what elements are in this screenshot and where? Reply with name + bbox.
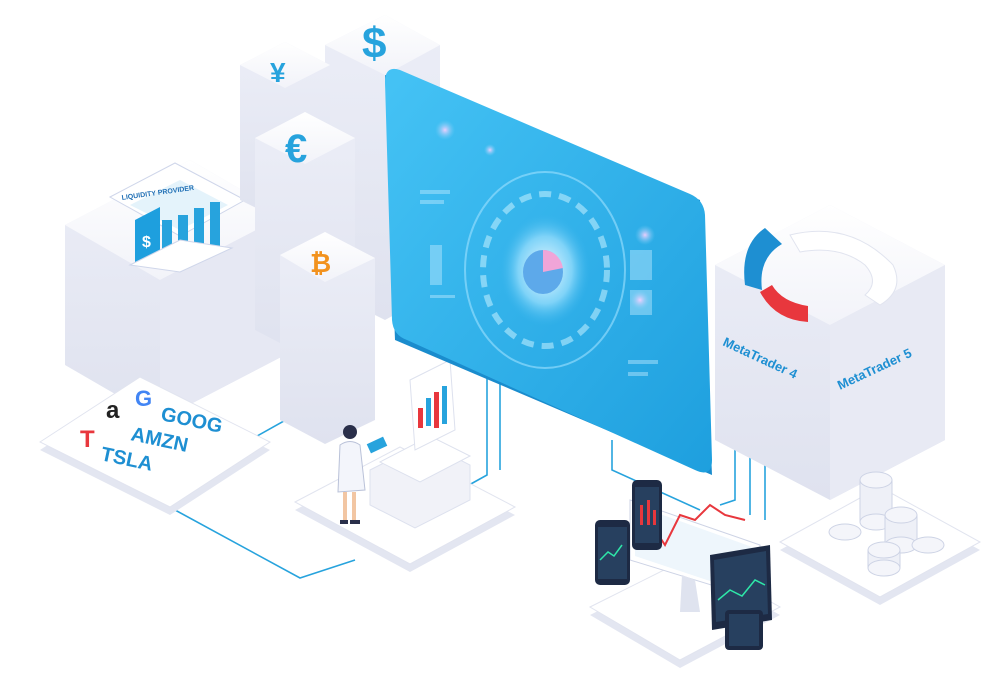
tablet-device	[710, 545, 772, 630]
donut-chart-icon	[744, 228, 898, 322]
desk-platform	[293, 435, 517, 572]
stocks-panel	[38, 376, 272, 515]
euro-icon: €	[285, 127, 307, 171]
bank-dollar-sign: $	[142, 234, 151, 251]
dollar-icon: $	[362, 19, 386, 68]
phone-device-left	[595, 520, 630, 585]
amazon-logo-icon: a	[106, 397, 120, 424]
coin-stacks-icon	[828, 471, 945, 577]
analyst-person	[337, 425, 388, 524]
central-dashboard-screen	[385, 68, 712, 475]
phone-device-center	[632, 480, 662, 550]
bitcoin-icon: ₿	[310, 248, 331, 278]
google-logo-icon: G	[135, 386, 152, 411]
yen-icon: ¥	[270, 57, 286, 88]
tesla-logo-icon: T	[80, 426, 95, 453]
phone-device-right	[725, 610, 763, 650]
bar-chart-icon	[409, 359, 456, 451]
